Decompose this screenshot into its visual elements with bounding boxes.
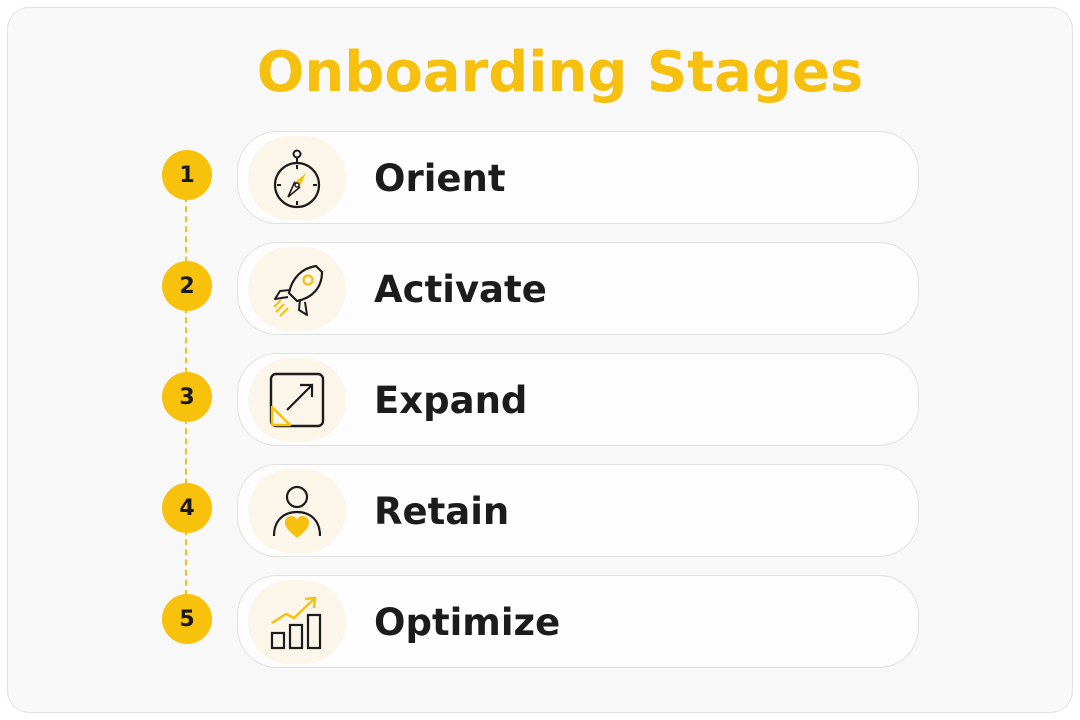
growth-chart-icon	[270, 596, 322, 650]
step-number-badge: 2	[162, 261, 212, 311]
expand-arrow-icon	[269, 372, 325, 428]
step-number-badge: 3	[162, 372, 212, 422]
stage-row-retain: Retain	[237, 464, 919, 557]
step-number-badge: 4	[162, 483, 212, 533]
diagram-title: Onboarding Stages	[256, 40, 864, 105]
rocket-icon	[273, 264, 324, 317]
stage-row-optimize: Optimize	[237, 575, 919, 668]
stage-label: Activate	[374, 268, 547, 311]
stage-row-orient: Orient	[237, 131, 919, 224]
stage-label: Optimize	[374, 601, 561, 644]
step-number-badge: 1	[162, 150, 212, 200]
stage-row-expand: Expand	[237, 353, 919, 446]
stage-label: Retain	[374, 490, 510, 533]
stage-label: Orient	[374, 157, 506, 200]
compass-icon	[273, 149, 321, 209]
stage-row-activate: Activate	[237, 242, 919, 335]
stage-label: Expand	[374, 379, 528, 422]
user-heart-icon	[272, 485, 322, 538]
step-number-badge: 5	[162, 594, 212, 644]
